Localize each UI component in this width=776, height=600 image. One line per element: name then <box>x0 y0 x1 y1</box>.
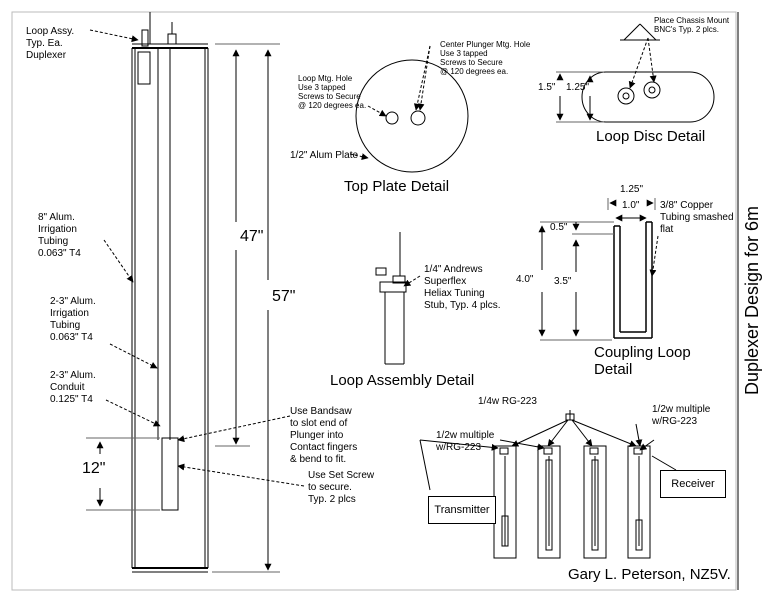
label-2-3in-tubing: 2-3" Alum. Irrigation Tubing 0.063" T4 <box>50 296 96 343</box>
loop-probe <box>137 51 151 85</box>
label-bnc-note: Place Chassis Mount BNC's Typ. 2 plcs. <box>654 16 730 34</box>
transmitter-label: Transmitter <box>434 504 490 516</box>
dim-57 <box>212 49 280 573</box>
coupling-dims <box>538 198 656 341</box>
label-bandsaw-note: Use Bandsaw to slot end of Plunger into … <box>290 406 358 465</box>
title-coupling-loop: Coupling Loop Detail <box>594 344 691 378</box>
cavity-outer-tube <box>131 43 209 573</box>
cavity-leaders <box>89 29 305 487</box>
title-loop-disc: Loop Disc Detail <box>596 128 706 145</box>
disc-leaders <box>628 37 657 89</box>
label-loop-assy: Loop Assy. Typ. Ea. Duplexer <box>26 26 75 61</box>
transmitter-box: Transmitter <box>428 496 496 524</box>
receiver-label: Receiver <box>671 478 715 490</box>
dim-57-text: 57" <box>272 288 296 305</box>
loop-assy-hardware <box>141 12 177 47</box>
dim-47-text: 47" <box>240 228 264 245</box>
author-credit: Gary L. Peterson, NZ5V. <box>568 566 731 583</box>
sheet-border <box>11 11 737 591</box>
disc-dims <box>556 71 604 123</box>
cavity-inner-tube <box>157 48 171 440</box>
label-8in-tubing: 8" Alum. Irrigation Tubing 0.063" T4 <box>38 212 81 259</box>
dim-47 <box>215 43 280 447</box>
dim-12 <box>86 437 160 511</box>
loop-disc <box>581 23 715 123</box>
receiver-box: Receiver <box>660 470 726 498</box>
dim-loop-125: 1.25" <box>620 184 644 195</box>
sheet-title: Duplexer Design for 6m <box>738 10 768 590</box>
label-heliax-note: 1/4" Andrews Superflex Heliax Tuning Stu… <box>424 264 501 311</box>
rg223-cabling <box>419 410 677 491</box>
loop-assembly <box>375 232 407 365</box>
title-loop-assembly: Loop Assembly Detail <box>330 372 475 389</box>
cavity-1 <box>493 445 517 559</box>
dim-loop-10: 1.0" <box>622 200 640 211</box>
top-plate-leaders <box>349 45 431 161</box>
label-rg223-quarter: 1/4w RG-223 <box>478 396 537 407</box>
label-center-plunger-hole: Center Plunger Mtg. Hole Use 3 tapped Sc… <box>440 40 531 76</box>
label-copper-note: 3/8" Copper Tubing smashed flat <box>660 200 734 235</box>
cavity-3 <box>583 445 607 559</box>
label-loop-mtg-hole: Loop Mtg. Hole Use 3 tapped Screws to Se… <box>298 74 367 110</box>
label-set-screw-note: Use Set Screw to secure. Typ. 2 plcs <box>308 470 375 505</box>
dim-loop-35: 3.5" <box>554 276 572 287</box>
cavity-4 <box>627 445 651 559</box>
loop-mtg-hole <box>385 111 399 125</box>
dim-disc-125: 1.25" <box>566 82 590 93</box>
dim-loop-40: 4.0" <box>516 274 534 285</box>
plunger <box>161 437 179 511</box>
dim-loop-05: 0.5" <box>550 222 568 233</box>
label-rg223-half-left: 1/2w multiple w/RG-223 <box>436 430 495 453</box>
title-top-plate: Top Plate Detail <box>344 178 450 195</box>
sheet-title-text: Duplexer Design for 6m <box>742 205 763 395</box>
cavity-2 <box>537 445 561 559</box>
label-rg223-half-right: 1/2w multiple w/RG-223 <box>652 404 711 427</box>
label-conduit: 2-3" Alum. Conduit 0.125" T4 <box>50 370 96 405</box>
dim-12-text: 12" <box>82 460 106 477</box>
dim-disc-15: 1.5" <box>538 82 556 93</box>
top-plate-circle <box>355 59 469 173</box>
center-plunger-hole <box>410 110 426 126</box>
label-alum-plate: 1/2" Alum Plate <box>290 150 359 161</box>
coupling-loop <box>613 221 653 339</box>
